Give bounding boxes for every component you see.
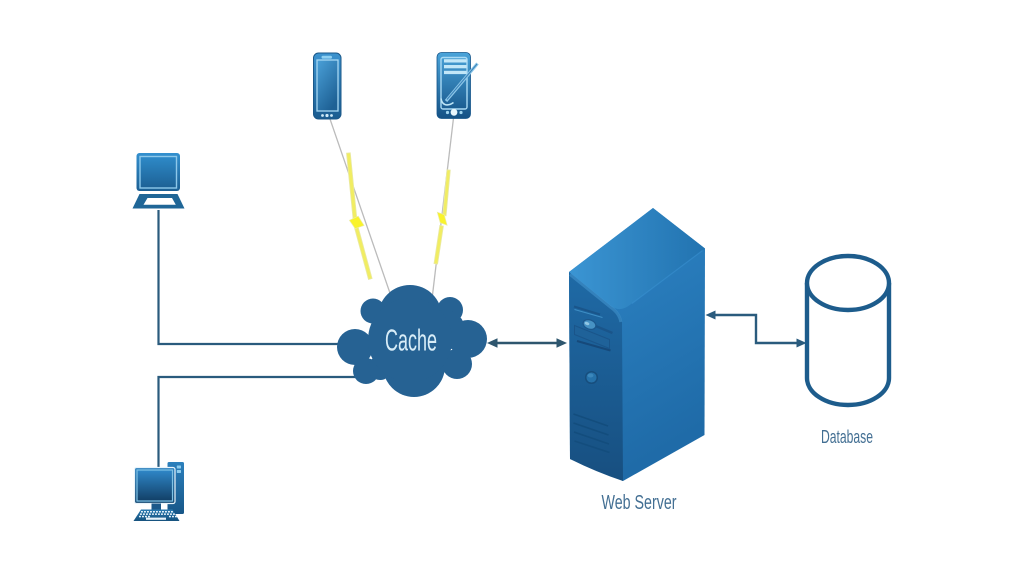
svg-text:Database: Database — [821, 426, 873, 447]
svg-text:Web Server: Web Server — [602, 492, 677, 514]
svg-text:Cache: Cache — [385, 323, 437, 358]
